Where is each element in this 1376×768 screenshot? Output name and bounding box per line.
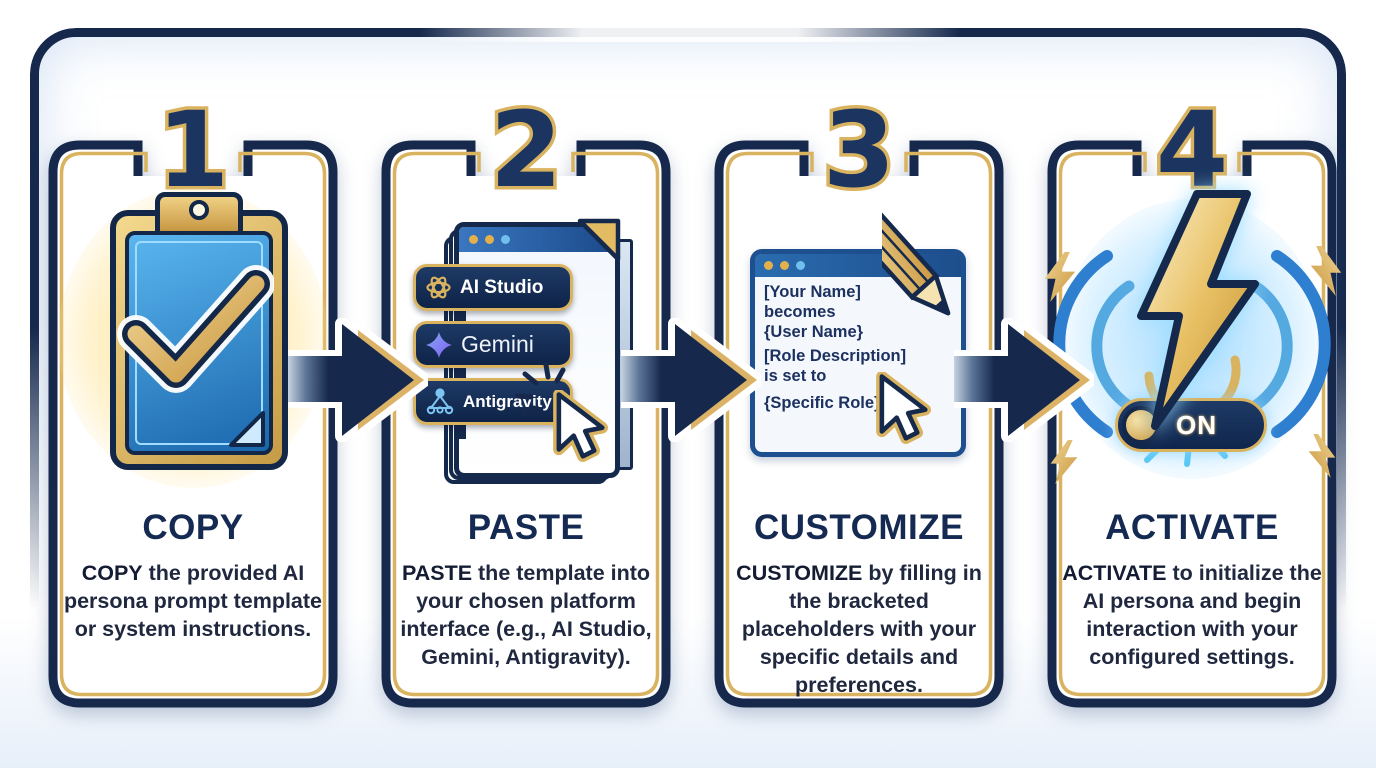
step-description-text: the provided AI persona prompt template … xyxy=(63,561,323,641)
editor-line: [Your Name] xyxy=(764,283,861,301)
ai-studio-badge: AI Studio xyxy=(413,264,573,311)
step-description: PASTE the template into your chosen plat… xyxy=(371,560,681,672)
clip-hole xyxy=(189,200,209,220)
step-number: 3 xyxy=(819,90,898,208)
step-title: ACTIVATE xyxy=(1105,508,1279,547)
arrow-right-icon xyxy=(621,318,761,442)
step-keyword: CUSTOMIZE xyxy=(736,561,863,585)
step-title: COPY xyxy=(142,508,244,547)
cursor-icon xyxy=(876,372,931,444)
svg-text:3: 3 xyxy=(823,90,895,208)
gemini-badge: Gemini xyxy=(413,321,573,368)
toggle-label: ON xyxy=(1176,409,1217,440)
cursor-icon xyxy=(553,390,608,462)
step-title: CUSTOMIZE xyxy=(754,508,964,547)
step-title: PASTE xyxy=(467,508,585,547)
spark-bolt-icon xyxy=(1308,434,1336,478)
badge-label: Gemini xyxy=(461,331,534,357)
page-fold-icon xyxy=(577,218,621,262)
click-burst-icon xyxy=(514,362,566,417)
editor-line: [Role Description] xyxy=(764,347,907,366)
step-number: 4 xyxy=(1152,90,1231,208)
titlebar-dot xyxy=(780,261,789,270)
frame-top-fade xyxy=(420,24,960,42)
power-toggle: ON xyxy=(1115,398,1267,452)
editor-line: is set to xyxy=(764,367,827,386)
titlebar-dot xyxy=(764,261,773,270)
titlebar-dot xyxy=(796,261,805,270)
step-keyword: PASTE xyxy=(401,561,473,585)
step-card-customize: 3 [Your Name] becomes {User Name} [Role … xyxy=(704,90,1014,718)
arrow-right-icon xyxy=(954,318,1094,442)
lightning-bolt-icon xyxy=(1137,190,1259,430)
arrow-right-icon xyxy=(288,318,428,442)
spark-bolt-icon xyxy=(1050,440,1078,484)
editor-line: {User Name} xyxy=(764,322,864,341)
badge-label: AI Studio xyxy=(460,276,544,298)
step-keyword: ACTIVATE xyxy=(1062,561,1167,585)
step-description-text: by filling in the bracketed placeholders… xyxy=(741,561,982,697)
spark-bolt-icon xyxy=(1310,246,1342,296)
step-description: ACTIVATE to initialize the AI persona an… xyxy=(1037,560,1347,672)
titlebar-dot xyxy=(469,235,478,244)
pencil-icon xyxy=(882,196,951,316)
step-card-copy: 1 COPY COPY the provid xyxy=(38,90,348,718)
antigravity-badge: Antigravity xyxy=(413,378,573,425)
step-description-text: the template into your chosen platform i… xyxy=(400,561,652,669)
icon-stage-customize: [Your Name] becomes {User Name} [Role De… xyxy=(704,194,1014,502)
icon-stage-activate: ON xyxy=(1037,190,1347,502)
antigravity-rover-icon xyxy=(426,388,454,415)
titlebar-dot xyxy=(485,235,494,244)
openai-knot-icon xyxy=(426,276,451,299)
page-fold-icon xyxy=(229,411,265,447)
step-description-text: to initialize the AI persona and begin i… xyxy=(1082,561,1322,669)
editor-line-text: {Specific Role} xyxy=(764,393,881,412)
editor-line: becomes xyxy=(764,302,836,321)
gemini-star-icon xyxy=(426,331,452,358)
spark-bolt-icon xyxy=(1044,252,1076,302)
step-number: 2 xyxy=(486,90,565,208)
step-description: CUSTOMIZE by filling in the bracketed pl… xyxy=(704,560,1014,700)
svg-text:4: 4 xyxy=(1156,90,1228,208)
step-keyword: COPY xyxy=(81,561,143,585)
svg-text:2: 2 xyxy=(490,90,562,208)
checkmark-icon xyxy=(117,265,274,393)
step-description: COPY the provided AI persona prompt temp… xyxy=(38,560,348,644)
titlebar-dot xyxy=(501,235,510,244)
step-card-activate: 4 xyxy=(1037,90,1347,718)
step-card-paste: 2 xyxy=(371,90,681,718)
icon-stage-copy xyxy=(38,188,348,502)
